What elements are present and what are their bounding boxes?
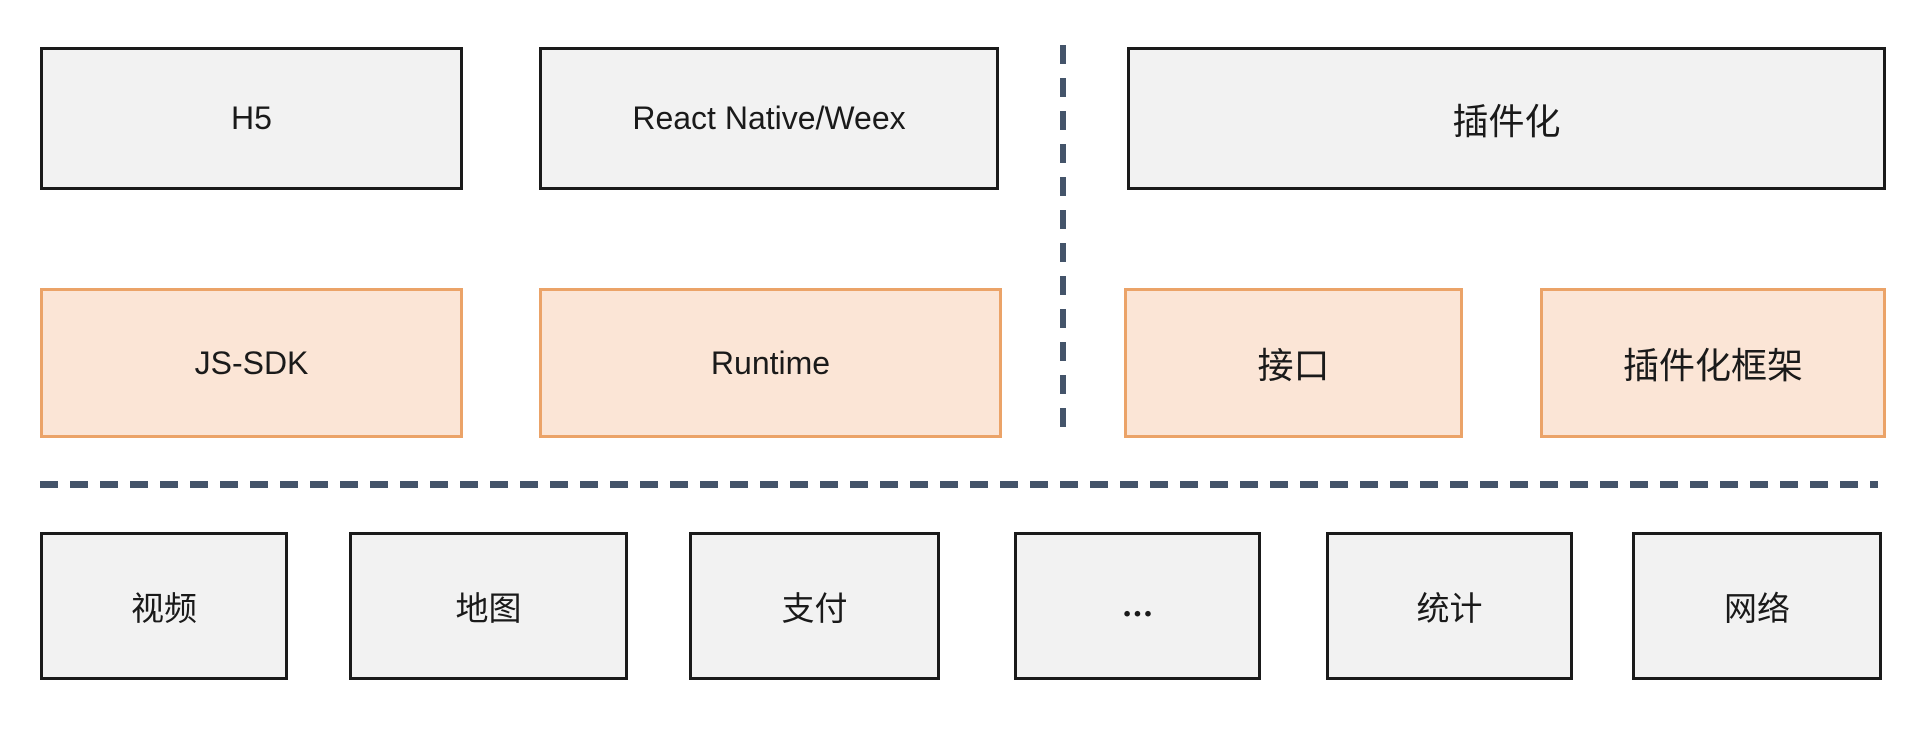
- box-statistics-label: 统计: [1416, 589, 1483, 628]
- box-ellipsis: ...: [1014, 532, 1261, 680]
- box-statistics: 统计: [1326, 532, 1573, 680]
- box-runtime: Runtime: [539, 288, 1002, 438]
- box-pluginization-label: 插件化: [1452, 101, 1561, 143]
- box-react-native-weex-label: React Native/Weex: [632, 100, 906, 136]
- box-api-interface-label: 接口: [1257, 346, 1330, 387]
- box-plugin-framework-label: 插件化框架: [1622, 346, 1803, 387]
- box-map: 地图: [349, 532, 628, 680]
- box-pluginization: 插件化: [1127, 47, 1886, 190]
- box-payment: 支付: [689, 532, 940, 680]
- box-api-interface: 接口: [1124, 288, 1463, 438]
- box-payment-label: 支付: [781, 589, 848, 628]
- box-plugin-framework: 插件化框架: [1540, 288, 1886, 438]
- box-h5: H5: [40, 47, 463, 190]
- box-network-label: 网络: [1724, 589, 1790, 628]
- box-network: 网络: [1632, 532, 1882, 680]
- box-js-sdk-label: JS-SDK: [194, 344, 309, 381]
- box-js-sdk: JS-SDK: [40, 288, 463, 438]
- box-runtime-label: Runtime: [710, 344, 831, 381]
- box-video: 视频: [40, 532, 288, 680]
- box-map-label: 地图: [455, 589, 522, 628]
- box-ellipsis-label: ...: [1121, 588, 1154, 624]
- box-h5-label: H5: [231, 100, 272, 136]
- box-video-label: 视频: [131, 589, 197, 628]
- vertical-dashed-divider: [1060, 45, 1066, 432]
- box-react-native-weex: React Native/Weex: [539, 47, 999, 190]
- horizontal-dashed-divider: [40, 481, 1878, 488]
